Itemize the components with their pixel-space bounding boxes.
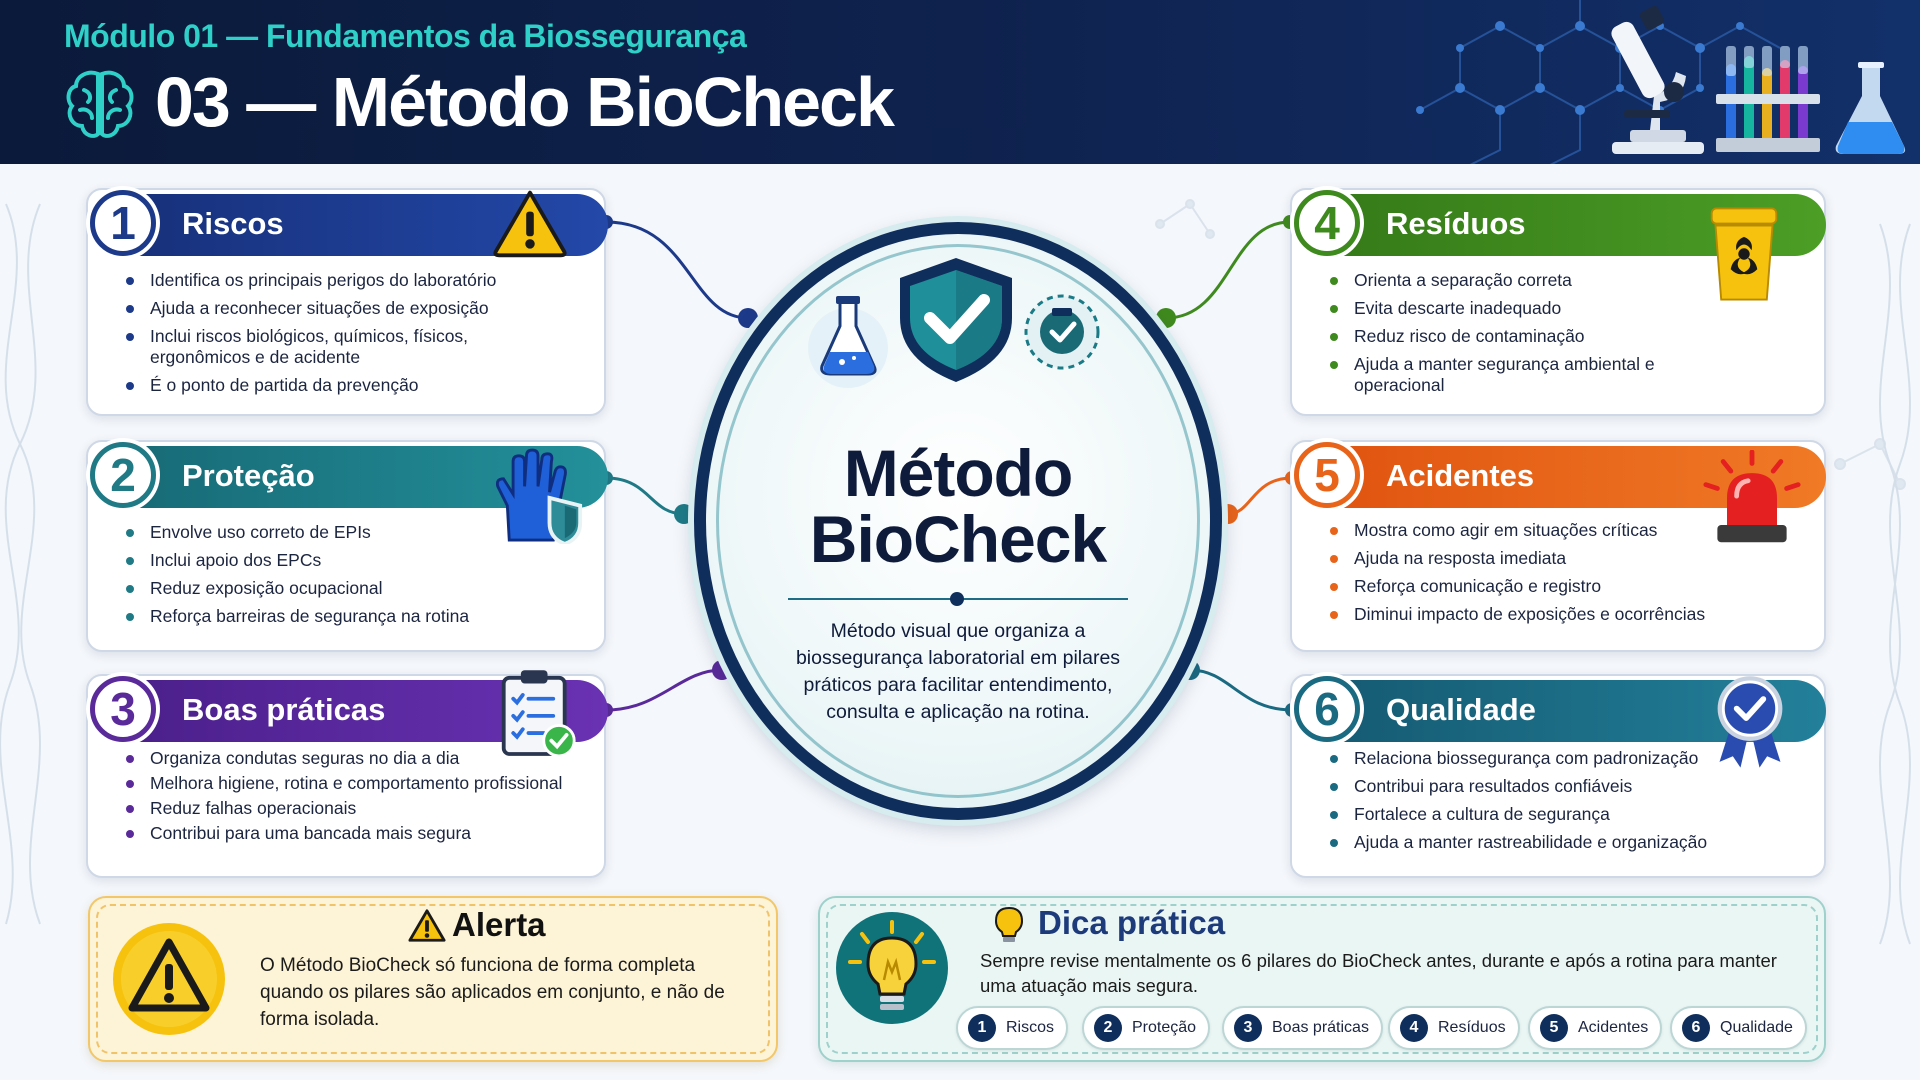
pillar-bullet-list: Orienta a separação correta Evita descar… [1328, 270, 1728, 403]
shield-check-icon [900, 258, 1012, 382]
pillar-title: Riscos [182, 206, 284, 241]
pillar-number-badge: 5 [1290, 438, 1364, 512]
center-description: Método visual que organiza a biosseguran… [795, 620, 1121, 723]
lightbulb-small-icon [994, 906, 1024, 942]
list-item: Reduz falhas operacionais [124, 798, 564, 819]
tip-text: Sempre revise mentalmente os 6 pilares d… [980, 950, 1777, 996]
module-label: Módulo 01 — Fundamentos da Biossegurança [64, 18, 747, 54]
page-title: 03 — Método BioCheck [155, 63, 895, 141]
list-item: Inclui apoio dos EPCs [124, 550, 564, 571]
warning-triangle-icon [493, 190, 567, 258]
alert-box: Alerta O Método BioCheck só funciona de … [88, 896, 778, 1062]
list-item: Reforça comunicação e registro [1328, 576, 1728, 597]
list-item: Reforça barreiras de segurança na rotina [124, 606, 564, 627]
list-item: Organiza condutas seguras no dia a dia [124, 748, 564, 769]
glove-shield-icon [495, 448, 583, 544]
list-item: Orienta a separação correta [1328, 270, 1728, 291]
molecule-network-icon [1416, 0, 1781, 164]
list-item: Melhora higiene, rotina e comportamento … [124, 773, 564, 794]
pillar-card-qualidade: 6 Qualidade Relaciona biossegurança com … [1290, 672, 1826, 878]
pillar-card-protecao: 2 Proteção Envolve uso correto de EPIs I… [86, 438, 608, 652]
list-item: Ajuda na resposta imediata [1328, 548, 1728, 569]
list-item: Ajuda a manter rastreabilidade e organiz… [1328, 832, 1748, 853]
pillar-bullet-list: Organiza condutas seguras no dia a dia M… [124, 748, 564, 848]
list-item: Inclui riscos biológicos, químicos, físi… [124, 326, 564, 368]
list-item: Mostra como agir em situações críticas [1328, 520, 1728, 541]
clipboard-check-icon [501, 670, 576, 758]
pillar-card-boas-praticas: 3 Boas práticas Organiza condutas segura… [86, 670, 608, 878]
list-item: Identifica os principais perigos do labo… [124, 270, 564, 291]
gear-check-icon [1024, 294, 1100, 370]
pillar-number-badge: 3 [86, 672, 160, 746]
flask-icon [808, 296, 888, 388]
list-item: Fortalece a cultura de segurança [1328, 804, 1748, 825]
lab-equipment-icon [1611, 6, 1906, 154]
list-item: Ajuda a manter segurança ambiental e ope… [1328, 354, 1728, 396]
biohazard-bin-icon [1710, 207, 1778, 301]
tip-title: Dica prática [1038, 904, 1226, 941]
list-item: Envolve uso correto de EPIs [124, 522, 564, 543]
header-banner: Módulo 01 — Fundamentos da Biossegurança… [0, 0, 1920, 164]
pillar-title: Qualidade [1386, 692, 1536, 727]
pillar-bullet-list: Mostra como agir em situações críticas A… [1328, 520, 1728, 632]
center-method-circle: Método BioCheck Método visual que organi… [694, 222, 1222, 820]
pillar-title: Boas práticas [182, 692, 386, 727]
lightbulb-icon [836, 912, 948, 1024]
list-item: Contribui para uma bancada mais segura [124, 823, 564, 844]
pillar-card-residuos: 4 Resíduos Orienta a separação correta E… [1290, 186, 1826, 416]
list-item: Diminui impacto de exposições e ocorrênc… [1328, 604, 1728, 625]
list-item: Reduz exposição ocupacional [124, 578, 564, 599]
warning-icon [113, 923, 225, 1035]
tip-box: Dica prática Sempre revise mentalmente o… [818, 896, 1826, 1062]
pillar-title: Proteção [182, 458, 315, 493]
pillar-number-badge: 1 [86, 186, 160, 260]
brain-icon [66, 70, 134, 138]
pillar-bullet-list: Relaciona biossegurança com padronização… [1328, 748, 1748, 860]
pillar-bullet-list: Identifica os principais perigos do labo… [124, 270, 564, 403]
pillar-number-badge: 4 [1290, 186, 1364, 260]
list-item: Contribui para resultados confiáveis [1328, 776, 1748, 797]
pillar-card-riscos: 1 Riscos Identifica os principais perigo… [86, 186, 608, 416]
pillar-number-badge: 6 [1290, 672, 1364, 746]
alert-text: O Método BioCheck só funciona de forma c… [260, 955, 725, 1030]
siren-icon [1703, 450, 1801, 543]
list-item: É o ponto de partida da prevenção [124, 375, 564, 396]
list-item: Relaciona biossegurança com padronização [1328, 748, 1748, 769]
pillar-number-badge: 2 [86, 438, 160, 512]
center-title: Método BioCheck [809, 436, 1107, 576]
alert-title: Alerta [452, 906, 546, 943]
list-item: Ajuda a reconhecer situações de exposiçã… [124, 298, 564, 319]
pillar-bullet-list: Envolve uso correto de EPIs Inclui apoio… [124, 522, 564, 634]
list-item: Evita descarte inadequado [1328, 298, 1728, 319]
warning-triangle-icon [408, 909, 446, 942]
quality-badge-icon [1717, 676, 1783, 768]
pillar-card-acidentes: 5 Acidentes Mostra como agir em situaçõe… [1290, 438, 1826, 652]
list-item: Reduz risco de contaminação [1328, 326, 1728, 347]
center-icon-group [808, 258, 1100, 388]
pillar-title: Acidentes [1386, 458, 1535, 493]
background-dna-decor [0, 199, 1911, 945]
pillar-title: Resíduos [1386, 206, 1526, 241]
